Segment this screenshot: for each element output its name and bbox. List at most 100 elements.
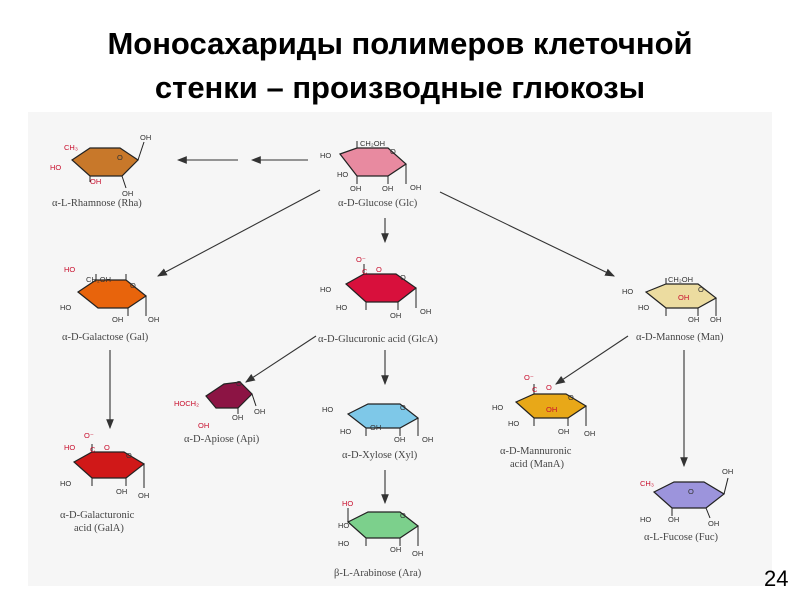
fucose-ch3: CH₃ [640, 479, 654, 488]
xylose-ho-1: HO [322, 405, 333, 414]
glucose-oh-1: OH [350, 184, 361, 193]
glucose-oh-3: OH [410, 183, 421, 192]
galactose-ch2oh: CH₂OH [86, 275, 111, 284]
arabinose-ho-1: HO [338, 521, 349, 530]
glucose-ring-o: O [390, 147, 396, 156]
galacturonic-ring [72, 451, 146, 479]
apiose-oh-red: OH [198, 421, 209, 430]
glucuronic-oh-1: OH [390, 311, 401, 320]
glucuronic-o-minus: O⁻ [356, 255, 366, 264]
mannose-oh-red: OH [678, 293, 689, 302]
mannuronic-o-dbl: O [546, 383, 552, 392]
arabinose-ho-red: HO [342, 499, 353, 508]
arabinose-ho-2: HO [338, 539, 349, 548]
arabinose-oh-1: OH [390, 545, 401, 554]
glucose-ho-1: HO [320, 151, 331, 160]
fucose-oh-3: OH [708, 519, 719, 528]
galacturonic-o-minus: O⁻ [84, 431, 94, 440]
apiose-ring-o: O [236, 379, 242, 388]
arrow-glc-to-man [439, 191, 615, 277]
mannuronic-oh-red: OH [546, 405, 557, 414]
fucose-ring-o: O [688, 487, 694, 496]
rhamnose-ch3: CH₃ [64, 143, 78, 152]
mannose-label: α-D-Mannose (Man) [636, 332, 724, 343]
mannuronic-ring-o: O [568, 393, 574, 402]
mannuronic-o-minus: O⁻ [524, 373, 534, 382]
rhamnose-ring [71, 147, 139, 177]
glucose-label: α-D-Glucose (Glc) [338, 198, 418, 209]
glucose-ring [339, 147, 407, 177]
rhamnose-ring-o: O [117, 153, 123, 162]
fucose-label: α-L-Fucose (Fuc) [644, 532, 719, 543]
xylose-ring [346, 403, 420, 429]
rhamnose-oh-1: OH [140, 133, 151, 142]
mannuronic-ho-2: HO [508, 419, 519, 428]
galacturonic-c: C [90, 445, 96, 454]
galacturonic-o-dbl: O [104, 443, 110, 452]
arabinose-oh-2: OH [412, 549, 423, 558]
apiose-hoch2: HOCH₂ [174, 399, 199, 408]
glucuronic-oh-2: OH [420, 307, 431, 316]
glucose-ch2oh: CH₂OH [360, 139, 385, 148]
galacturonic-ho-red: HO [64, 443, 75, 452]
mannuronic-c: C [532, 385, 538, 394]
title-line-1: Моносахариды полимеров клеточной [107, 26, 693, 61]
title-line-2: стенки – производные глюкозы [154, 70, 646, 105]
galacturonic-oh-1: OH [116, 487, 127, 496]
glucuronic-ho-1: HO [320, 285, 331, 294]
galactose-ho: HO [60, 303, 71, 312]
mannose-ho-2: HO [638, 303, 649, 312]
mannuronic-oh-1: OH [558, 427, 569, 436]
galacturonic-structure: O⁻ HO C O O HO OH OH α-D-Galacturonic ac… [60, 431, 149, 534]
page-title: Моносахариды полимеров клеточной стенки … [0, 22, 800, 110]
mannose-ch2oh: CH₂OH [668, 275, 693, 284]
rhamnose-oh-3: OH [122, 189, 133, 198]
glucuronic-structure: O⁻ C O O HO HO OH OH α-D-Glucuronic acid… [318, 255, 438, 345]
mannuronic-ho-1: HO [492, 403, 503, 412]
arrows [106, 156, 688, 505]
galactose-oh-2: OH [148, 315, 159, 324]
glucuronic-c: C [362, 267, 368, 276]
rhamnose-oh-2: OH [90, 177, 101, 186]
xylose-structure: O HO HO OH OH OH α-D-Xylose (Xyl) [322, 403, 433, 461]
rhamnose-ho: HO [50, 163, 61, 172]
glucuronic-ring-o: O [400, 273, 406, 282]
rhamnose-label: α-L-Rhamnose (Rha) [52, 198, 142, 209]
glucuronic-label: α-D-Glucuronic acid (GlcA) [318, 334, 438, 345]
arabinose-ring [346, 511, 420, 539]
xylose-ho-2: HO [340, 427, 351, 436]
xylose-oh-1: OH [370, 423, 381, 432]
galacturonic-oh-2: OH [138, 491, 149, 500]
galactose-structure: HO CH₂OH O HO OH OH α-D-Galactose (Gal) [60, 265, 159, 343]
mannuronic-label-2: acid (ManA) [510, 459, 564, 470]
arrow-man-to-mana [555, 335, 629, 385]
fucose-oh-1: OH [722, 467, 733, 476]
apiose-ring [205, 381, 253, 409]
galacturonic-label-1: α-D-Galacturonic [60, 510, 135, 521]
glucuronic-o-dbl: O [376, 265, 382, 274]
arrow-glca-to-api [245, 335, 317, 383]
galacturonic-ho: HO [60, 479, 71, 488]
galactose-oh-1: OH [112, 315, 123, 324]
arabinose-structure: HO O HO HO OH OH β-L-Arabinose (Ara) [334, 499, 423, 579]
apiose-oh-2: OH [254, 407, 265, 416]
xylose-oh-2: OH [394, 435, 405, 444]
xylose-label: α-D-Xylose (Xyl) [342, 450, 418, 461]
glucose-oh-2: OH [382, 184, 393, 193]
arrow-glc-to-gal [157, 189, 321, 277]
glucuronic-ho-2: HO [336, 303, 347, 312]
diagram-panel [28, 112, 772, 586]
rhamnose-structure: CH₃ O OH HO OH OH α-L-Rhamnose (Rha) [50, 133, 151, 209]
mannose-ho-1: HO [622, 287, 633, 296]
mannose-oh-1: OH [688, 315, 699, 324]
xylose-ring-o: O [400, 403, 406, 412]
arabinose-ring-o: O [400, 511, 406, 520]
xylose-oh-3: OH [422, 435, 433, 444]
galactose-label: α-D-Galactose (Gal) [62, 332, 149, 343]
page-number: 24 [764, 566, 789, 591]
apiose-label: α-D-Apiose (Api) [184, 434, 260, 445]
galactose-ring-o: O [130, 281, 136, 290]
fucose-oh-2: OH [668, 515, 679, 524]
mannuronic-structure: O⁻ C O O HO HO OH OH OH α-D-Mannuronic a… [492, 373, 595, 470]
